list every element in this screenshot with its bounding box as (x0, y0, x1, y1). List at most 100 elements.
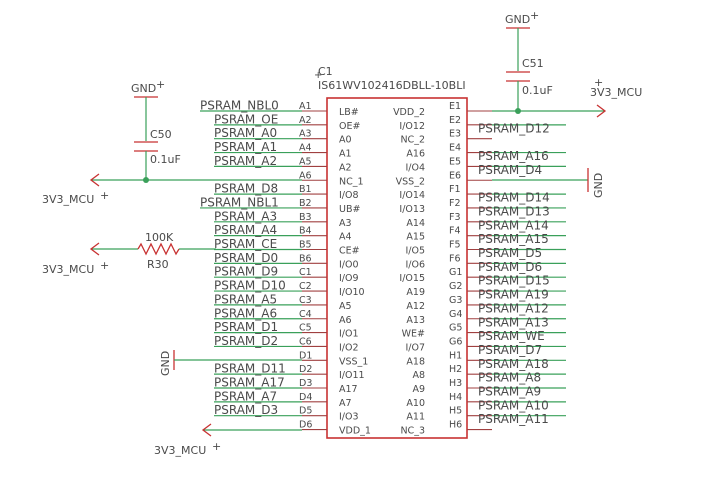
net-label-psram-a9: PSRAM_A9 (478, 385, 541, 399)
pin-number: F4 (449, 226, 461, 237)
pin-number: C5 (299, 323, 312, 334)
pin-name: A19 (406, 287, 425, 298)
gnd-vss1: GND (159, 350, 302, 376)
pin-number: F1 (449, 184, 461, 195)
pin-number: A2 (299, 115, 312, 126)
pin-number: F5 (449, 240, 461, 251)
r30-body (137, 242, 180, 256)
pin-number: F6 (449, 253, 461, 264)
pin-name: I/O3 (339, 412, 359, 423)
cap-c50: GND + C50 0.1uF 3V3_MCU + (42, 78, 302, 206)
net-label-psram-a2: PSRAM_A2 (214, 154, 277, 168)
cap-c51: GND + C51 0.1uF 3V3_MCU + (492, 9, 642, 118)
c51-value: 0.1uF (522, 84, 553, 97)
gnd-vss2: GND (492, 168, 605, 198)
pin-name: A17 (339, 384, 358, 395)
ic-right-pins: E1VDD_2E2I/O12E3NC_2E4A16E5I/O4E6VSS_2F1… (393, 101, 492, 437)
gnd-plus-c50: + (156, 78, 165, 91)
pin-name: A3 (339, 218, 352, 229)
net-label-psram-d11: PSRAM_D11 (214, 362, 286, 376)
pin-name: OE# (339, 121, 360, 132)
ic-reference: C1 (318, 65, 333, 78)
pin-name: I/O4 (405, 162, 425, 173)
v33-arrow-vdd1 (201, 423, 212, 437)
pin-number: D4 (299, 392, 312, 403)
net-label-psram-a0: PSRAM_A0 (214, 126, 277, 140)
gnd-plus-c51: + (530, 9, 539, 22)
v33-arrow-r30 (89, 242, 100, 256)
pin-number: C4 (299, 309, 312, 320)
pin-name: A0 (339, 135, 352, 146)
pin-number: E1 (449, 101, 461, 112)
pin-name: VDD_2 (393, 107, 425, 118)
pin-name: A9 (412, 384, 425, 395)
pin-number: H3 (449, 378, 462, 389)
pin-number: D2 (299, 364, 312, 375)
pin-number: B5 (299, 240, 312, 251)
pin-name: NC_2 (400, 135, 425, 146)
pin-name: I/O0 (339, 259, 359, 270)
net-label-psram-d8: PSRAM_D8 (214, 182, 278, 196)
pin-name: I/O11 (339, 370, 365, 381)
net-label-psram-a1: PSRAM_A1 (214, 140, 277, 154)
pin-number: H6 (449, 420, 462, 431)
net-label-psram-a11: PSRAM_A11 (478, 412, 549, 426)
pin-name: A5 (339, 301, 352, 312)
pin-number: E2 (449, 115, 461, 126)
net-label-psram-nbl0: PSRAM_NBL0 (200, 99, 279, 113)
net-label-psram-d5: PSRAM_D5 (478, 246, 542, 260)
net-label-psram-nbl1: PSRAM_NBL1 (200, 195, 279, 209)
pin-name: NC_1 (339, 176, 364, 187)
ic-c1: C1 IS61WV102416DBLL-10BLI + A1LB#A2OE#A3… (299, 65, 492, 439)
net-label-psram-d14: PSRAM_D14 (478, 191, 550, 205)
ic-body (326, 97, 468, 439)
v33-plus-c50: + (100, 189, 109, 202)
pin-name: A4 (339, 232, 352, 243)
net-label-psram-a7: PSRAM_A7 (214, 389, 277, 403)
r30-value: 100K (145, 231, 174, 244)
pin-name: I/O1 (339, 329, 359, 340)
pin-name: I/O13 (399, 204, 425, 215)
pin-name: A8 (412, 370, 425, 381)
net-label-psram-d0: PSRAM_D0 (214, 251, 278, 265)
pin-name: A1 (339, 149, 352, 160)
resistor-r30: 100K R30 3V3_MCU + (42, 231, 216, 276)
net-label-psram-a8: PSRAM_A8 (478, 371, 541, 385)
pin-number: H1 (449, 350, 462, 361)
v33-plus-c51: + (594, 76, 603, 89)
gnd-label-c51: GND (505, 13, 530, 26)
pin-number: G4 (449, 309, 462, 320)
net-label-psram-d2: PSRAM_D2 (214, 334, 278, 348)
net-label-psram-d7: PSRAM_D7 (478, 343, 542, 357)
pin-number: C6 (299, 336, 312, 347)
v33-label-c51: 3V3_MCU (590, 86, 642, 99)
pin-number: A4 (299, 143, 312, 154)
c50-value: 0.1uF (150, 153, 181, 166)
pin-name: I/O12 (399, 121, 425, 132)
net-label-psram-a17: PSRAM_A17 (214, 376, 285, 390)
pin-name: I/O7 (405, 342, 425, 353)
pin-number: F3 (449, 212, 461, 223)
pin-name: A2 (339, 162, 352, 173)
net-label-psram-d1: PSRAM_D1 (214, 320, 278, 334)
ic-part-number: IS61WV102416DBLL-10BLI (318, 79, 466, 92)
v33-arrow-c50 (89, 173, 100, 187)
pin-name: UB# (339, 204, 360, 215)
v33-label-vdd1: 3V3_MCU (154, 444, 206, 457)
pin-name: NC_3 (400, 426, 425, 437)
pin-number: H2 (449, 364, 462, 375)
pin-number: C2 (299, 281, 312, 292)
v33-label-r30: 3V3_MCU (42, 263, 94, 276)
pin-number: A5 (299, 156, 312, 167)
pin-name: WE# (402, 329, 425, 340)
pin-number: B3 (299, 212, 312, 223)
net-label-psram-d15: PSRAM_D15 (478, 274, 550, 288)
pin-number: E3 (449, 129, 461, 140)
pin-name: A18 (406, 356, 425, 367)
net-label-psram-a13: PSRAM_A13 (478, 315, 549, 329)
net-label-psram-a6: PSRAM_A6 (214, 306, 277, 320)
pin-number: E6 (449, 170, 461, 181)
net-label-psram-a4: PSRAM_A4 (214, 223, 277, 237)
pin-number: H4 (449, 392, 462, 403)
